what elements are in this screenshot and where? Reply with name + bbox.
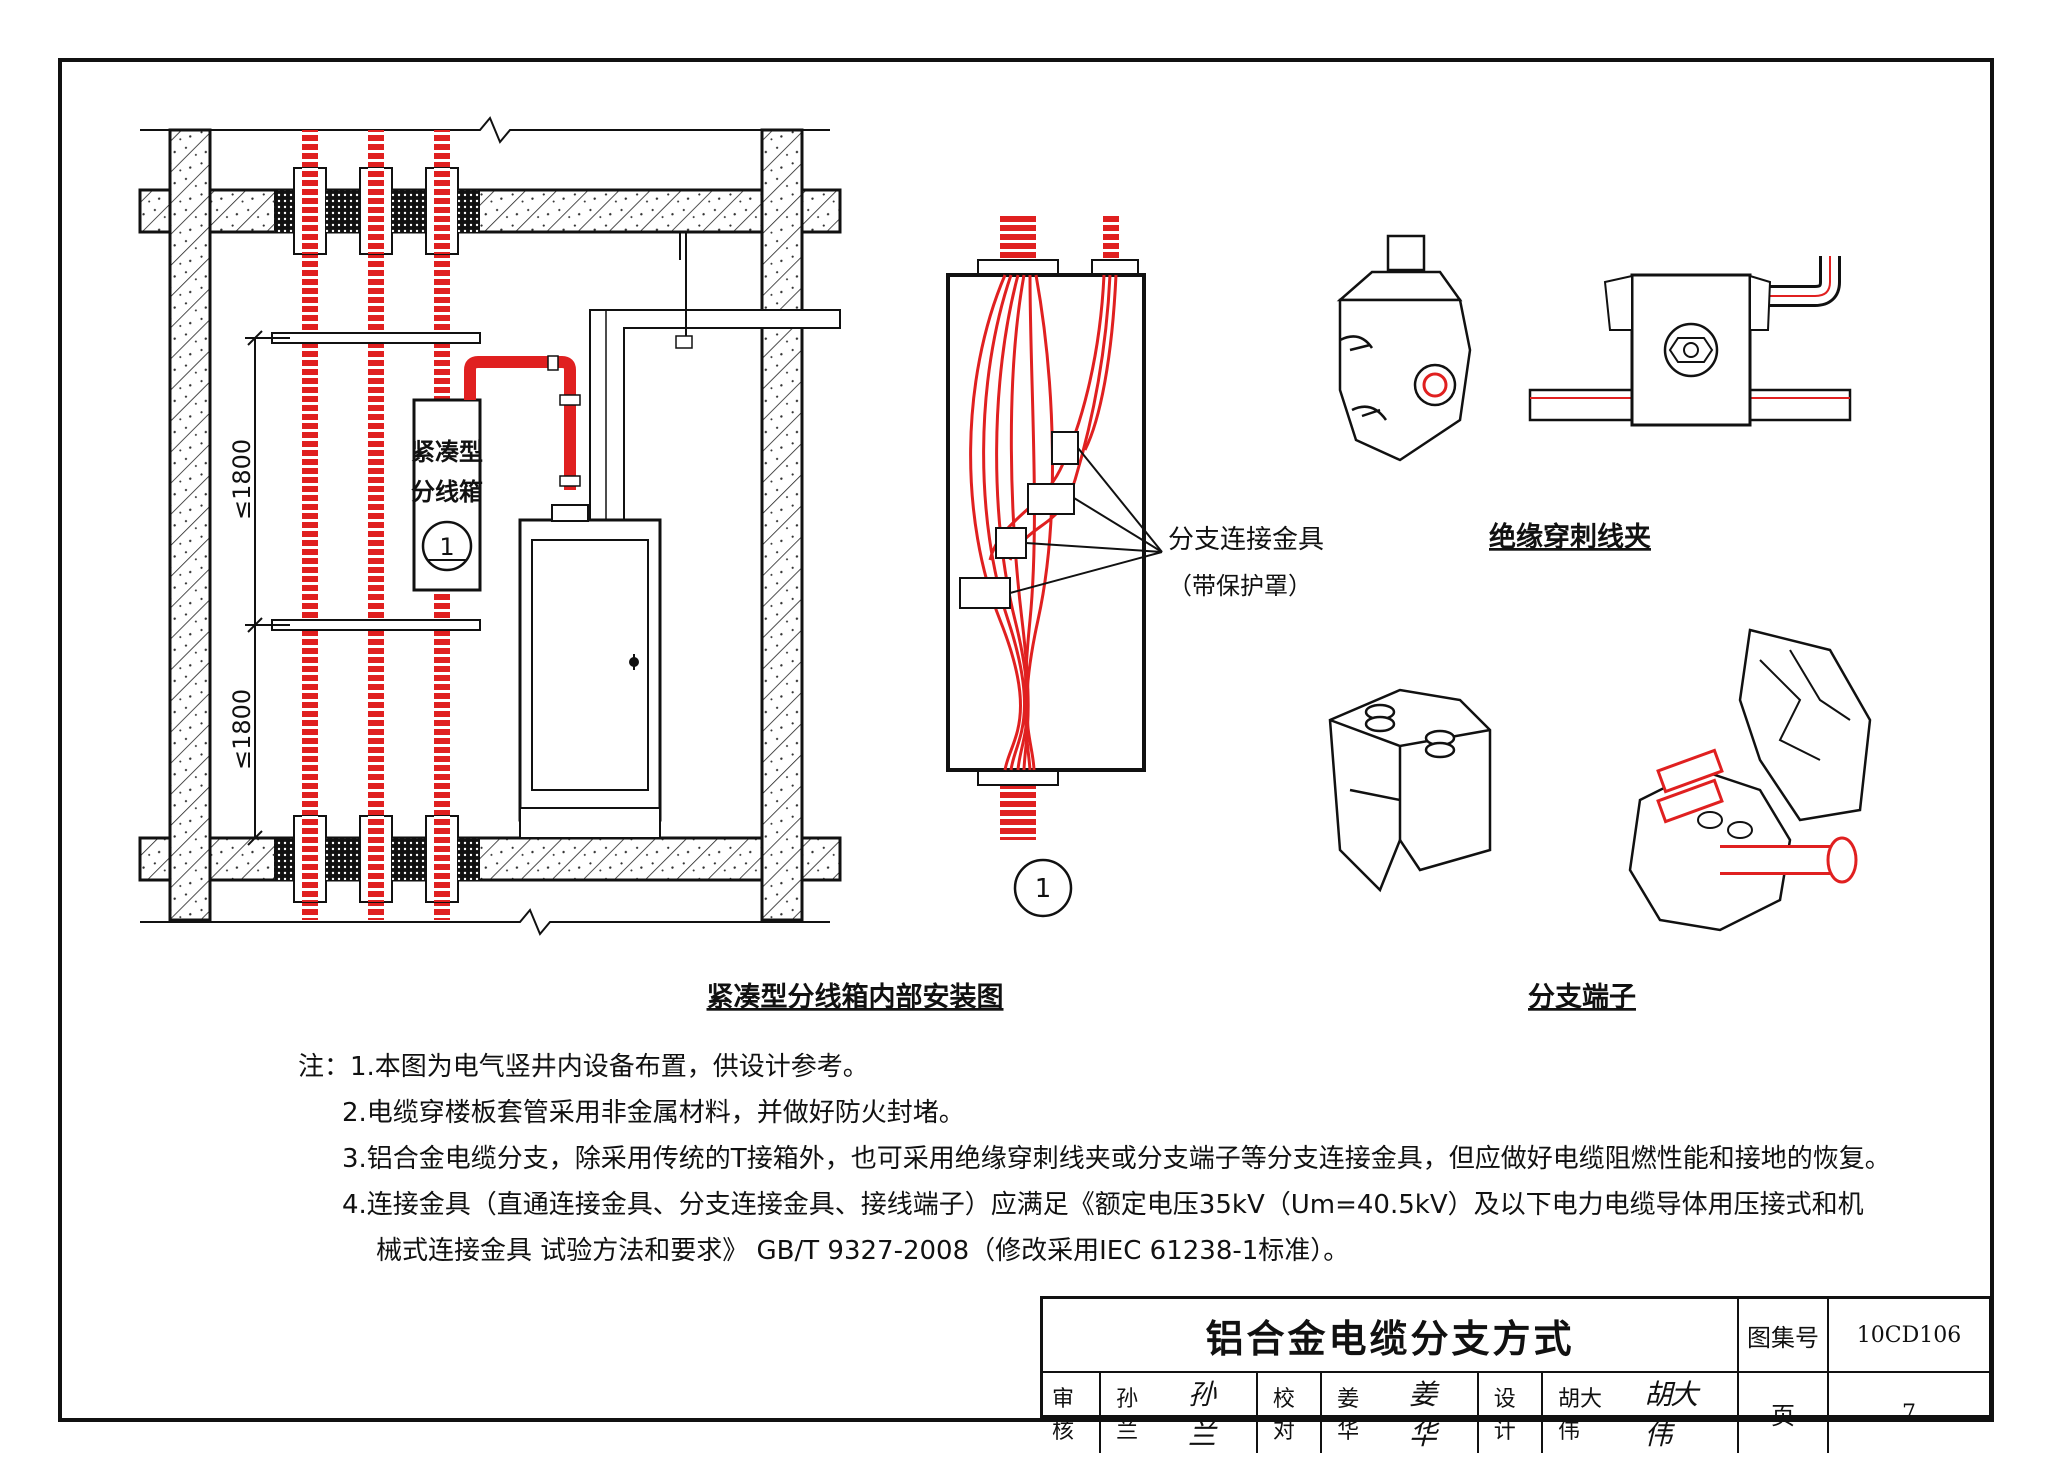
design-signature: 胡大伟 [1644, 1378, 1698, 1451]
branch-terminal-2 [1628, 628, 1872, 932]
bottom-sleeves [274, 815, 480, 903]
piercing-clamp-2 [1528, 256, 1852, 427]
branch-terminal-1 [1328, 688, 1492, 893]
review-signature: 孙兰 [1188, 1378, 1216, 1451]
check-label: 校对 [1272, 1387, 1295, 1444]
atlas-number-value: 10CD106 [1829, 1299, 1989, 1373]
top-sleeves [274, 167, 480, 255]
branch-connector-4 [959, 577, 1011, 609]
piercing-clamp-1 [1336, 234, 1472, 462]
design-label: 设计 [1493, 1387, 1516, 1444]
dimension-lines [245, 330, 290, 846]
spacing-upper-label: ≤1800 [228, 439, 256, 520]
branch-cable [464, 356, 576, 490]
box-index-circle [421, 520, 473, 572]
signature-row: 审核 孙 兰 孙兰 校对 姜 华 姜华 设计 胡大伟 胡大伟 [1043, 1373, 1739, 1453]
cabinet-base [519, 807, 661, 839]
cable-bracket-lower [271, 619, 481, 631]
page-value: 7 [1902, 1400, 1916, 1426]
break-line-top [140, 116, 830, 144]
branch-connector-2 [1051, 431, 1079, 465]
detail-index-circle [1013, 858, 1073, 918]
note-1: 注：1.本图为电气竖井内设备布置，供设计参考。 [298, 1052, 869, 1082]
clamp-caption: 绝缘穿刺线夹 [1489, 521, 1651, 553]
callout-line2: （带保护罩） [1168, 572, 1312, 600]
note-2: 2.电缆穿楼板套管采用非金属材料，并做好防火封堵。 [342, 1098, 965, 1128]
detail-index-label: 1 [1035, 874, 1052, 904]
box-name-line2: 分线箱 [411, 478, 483, 506]
riser-cable-2 [368, 130, 384, 920]
cable-bracket-upper [271, 332, 481, 344]
drawing-title: 铝合金电缆分支方式 [1043, 1299, 1739, 1373]
atlas-number-label: 图集号 [1739, 1299, 1829, 1373]
check-signature: 姜华 [1408, 1378, 1437, 1451]
review-name: 孙 兰 [1116, 1387, 1139, 1444]
note-3: 3.铝合金电缆分支，除采用传统的T接箱外，也可采用绝缘穿刺线夹或分支端子等分支连… [342, 1144, 1891, 1174]
riser-cable-1 [302, 130, 318, 920]
review-label: 审核 [1052, 1387, 1075, 1444]
top-floor-slab [138, 188, 842, 234]
check-name: 姜 华 [1337, 1387, 1360, 1444]
branch-connector-1 [1027, 483, 1075, 515]
box-name-line1: 紧凑型 [411, 438, 483, 466]
notes: 注：1.本图为电气竖井内设备布置，供设计参考。 2.电缆穿楼板套管采用非金属材料… [298, 1044, 1891, 1274]
drawing-frame [58, 58, 1994, 1422]
page-label: 页 [1739, 1373, 1829, 1453]
note-4: 4.连接金具（直通连接金具、分支连接金具、接线端子）应满足《额定电压35kV（U… [342, 1190, 1864, 1220]
left-wall [168, 128, 212, 922]
terminal-caption: 分支端子 [1528, 982, 1636, 1013]
branch-connector-3 [995, 527, 1027, 559]
bottom-floor-slab [138, 836, 842, 882]
design-name: 胡大伟 [1557, 1387, 1602, 1444]
shaft-drawing: ≤1800 ≤1800 紧凑型 分线箱 1 [138, 116, 842, 936]
detail-branch-box: 分支连接金具 （带保护罩） 1 [946, 215, 1324, 918]
box-index-label: 1 [439, 533, 454, 561]
right-wall [760, 128, 804, 922]
cabinet-door [531, 539, 649, 791]
callout-line1: 分支连接金具 [1168, 525, 1324, 555]
note-4-continued: 械式连接金具 试验方法和要求》 GB/T 9327-2008（修改采用IEC 6… [376, 1236, 1350, 1266]
break-line-bottom [140, 908, 830, 936]
spacing-lower-label: ≤1800 [228, 689, 256, 770]
title-block: 铝合金电缆分支方式 图集号 10CD106 审核 孙 兰 孙兰 校对 姜 华 姜… [1040, 1296, 1992, 1453]
install-caption: 紧凑型分线箱内部安装图 [707, 981, 1004, 1013]
terminal-protective-cover [1738, 628, 1872, 822]
callout-leaders [1009, 447, 1163, 594]
